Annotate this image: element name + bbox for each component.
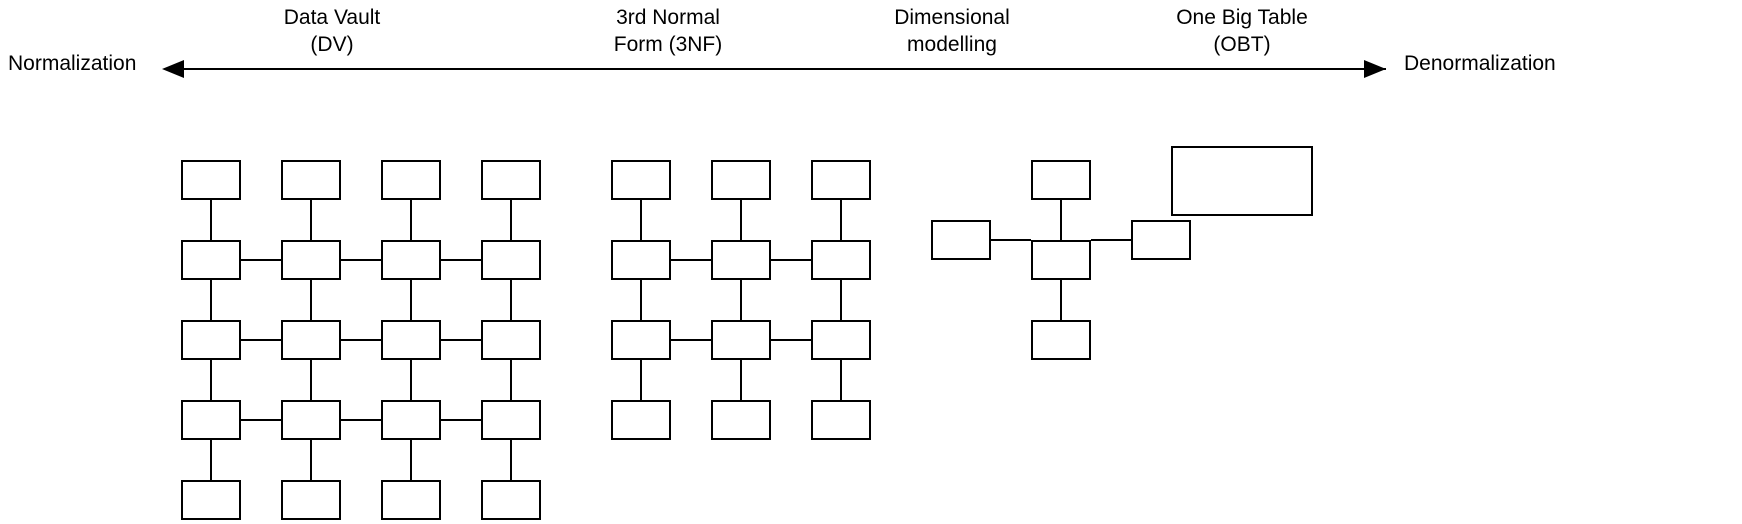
relation-edge-vertical: [739, 360, 743, 400]
table-node: [481, 480, 541, 520]
stage-label-obt-line1: One Big Table: [1176, 6, 1308, 29]
table-node: [181, 240, 241, 280]
relation-edge-vertical: [309, 440, 313, 480]
stage-label-3nf-line2: Form (3NF): [613, 33, 723, 56]
relation-edge-vertical: [209, 280, 213, 320]
relation-edge-horizontal: [1091, 238, 1131, 242]
relation-edge-vertical: [839, 200, 843, 240]
relation-edge-vertical: [509, 200, 513, 240]
arrow-left-icon: [162, 60, 184, 78]
relation-edge-vertical: [839, 360, 843, 400]
relation-edge-horizontal: [241, 418, 281, 422]
table-node: [481, 160, 541, 200]
stage-label-dv-line2: (DV): [310, 33, 354, 56]
table-node: [611, 320, 671, 360]
relation-edge-vertical: [409, 280, 413, 320]
relation-edge-horizontal: [341, 258, 381, 262]
relation-edge-horizontal: [341, 338, 381, 342]
stage-label-dimensional-line1: Dimensional: [894, 6, 1010, 29]
table-node: [711, 240, 771, 280]
table-node: [181, 480, 241, 520]
axis-label-denormalization: Denormalization: [1404, 52, 1556, 75]
relation-edge-vertical: [509, 360, 513, 400]
relation-edge-vertical: [639, 200, 643, 240]
relation-edge-vertical: [209, 200, 213, 240]
relation-edge-vertical: [1059, 200, 1063, 240]
stage-label-obt: One Big Table (OBT): [1112, 4, 1372, 58]
table-node: [181, 400, 241, 440]
relation-edge-vertical: [509, 440, 513, 480]
stage-label-dv: Data Vault (DV): [202, 4, 462, 58]
relation-edge-vertical: [639, 360, 643, 400]
relation-edge-vertical: [1059, 280, 1063, 320]
relation-edge-horizontal: [671, 258, 711, 262]
table-node: [381, 480, 441, 520]
relation-edge-vertical: [209, 360, 213, 400]
table-node: [481, 320, 541, 360]
relation-edge-horizontal: [441, 338, 481, 342]
dimension-node: [1031, 320, 1091, 360]
table-node: [281, 240, 341, 280]
table-node: [281, 320, 341, 360]
relation-edge-vertical: [409, 440, 413, 480]
table-node: [381, 320, 441, 360]
relation-edge-horizontal: [771, 258, 811, 262]
relation-edge-vertical: [409, 200, 413, 240]
relation-edge-vertical: [409, 360, 413, 400]
table-node: [611, 160, 671, 200]
table-node: [381, 400, 441, 440]
stage-label-3nf-line1: 3rd Normal: [616, 6, 720, 29]
table-node: [181, 320, 241, 360]
normalization-axis-line: [166, 68, 1386, 70]
relation-edge-vertical: [309, 200, 313, 240]
arrow-right-icon: [1364, 60, 1386, 78]
dimension-node: [931, 220, 991, 260]
table-node: [281, 480, 341, 520]
table-node: [811, 320, 871, 360]
relation-edge-vertical: [209, 440, 213, 480]
relation-edge-horizontal: [341, 418, 381, 422]
table-node: [381, 240, 441, 280]
stage-label-dimensional: Dimensional modelling: [822, 4, 1082, 58]
relation-edge-horizontal: [241, 338, 281, 342]
table-node: [711, 400, 771, 440]
axis-label-normalization: Normalization: [8, 52, 137, 75]
relation-edge-vertical: [739, 200, 743, 240]
dimension-node: [1131, 220, 1191, 260]
table-node: [611, 400, 671, 440]
stage-label-obt-line2: (OBT): [1213, 33, 1271, 56]
table-node: [611, 240, 671, 280]
table-node: [281, 400, 341, 440]
relation-edge-vertical: [739, 280, 743, 320]
relation-edge-vertical: [839, 280, 843, 320]
table-node: [381, 160, 441, 200]
relation-edge-vertical: [309, 360, 313, 400]
relation-edge-horizontal: [771, 338, 811, 342]
fact-node: [1031, 240, 1091, 280]
relation-edge-vertical: [309, 280, 313, 320]
table-node: [281, 160, 341, 200]
stage-label-3nf: 3rd Normal Form (3NF): [538, 4, 798, 58]
table-node: [811, 400, 871, 440]
relation-edge-vertical: [509, 280, 513, 320]
table-node: [811, 240, 871, 280]
relation-edge-horizontal: [241, 258, 281, 262]
relation-edge-horizontal: [991, 238, 1031, 242]
relation-edge-vertical: [639, 280, 643, 320]
relation-edge-horizontal: [441, 418, 481, 422]
table-node: [711, 320, 771, 360]
table-node: [481, 240, 541, 280]
stage-label-dv-line1: Data Vault: [283, 6, 381, 29]
table-node: [811, 160, 871, 200]
dimension-node: [1031, 160, 1091, 200]
table-node: [711, 160, 771, 200]
relation-edge-horizontal: [671, 338, 711, 342]
one-big-table-node: [1171, 146, 1313, 216]
relation-edge-horizontal: [441, 258, 481, 262]
stage-label-dimensional-line2: modelling: [907, 33, 997, 56]
table-node: [481, 400, 541, 440]
table-node: [181, 160, 241, 200]
